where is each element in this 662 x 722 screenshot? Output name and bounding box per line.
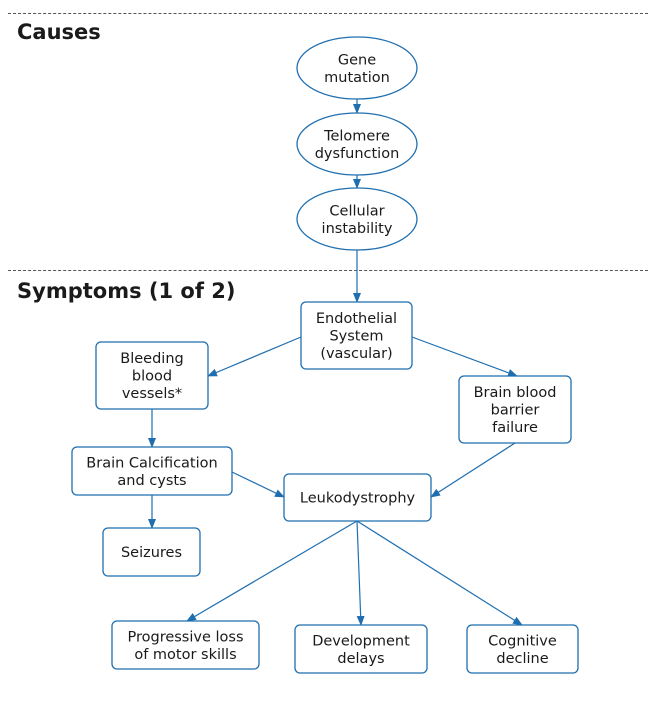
- node-gene: Gene mutation: [296, 36, 418, 100]
- node-cognitive-label-line: decline: [496, 651, 548, 667]
- node-leuko-shape: [283, 473, 432, 522]
- node-development-shape: [294, 624, 428, 674]
- node-development-label-line: Development: [312, 633, 410, 649]
- node-motor-label-line: of motor skills: [134, 647, 236, 663]
- edge-calcification-to-leuko: [231, 471, 285, 498]
- node-telomere-label-line: Telomere: [323, 128, 390, 144]
- node-bleeding-label-line: blood: [132, 369, 172, 385]
- edge-endothelial-to-bbb: [411, 336, 518, 377]
- node-bbb-label-line: Brain blood: [474, 385, 557, 401]
- node-leuko: Leukodystrophy: [283, 473, 432, 522]
- node-telomere-shape: [296, 112, 418, 176]
- node-calcification-label-line: Brain Calcification: [86, 455, 217, 471]
- node-motor-shape: [111, 620, 260, 670]
- node-bleeding-shape: [95, 341, 209, 410]
- node-cognitive-shape: [466, 624, 579, 674]
- node-endothelial-shape: [300, 301, 413, 370]
- node-cognitive-label-line: Cognitive: [488, 633, 557, 649]
- node-cellular-shape: [296, 187, 418, 251]
- node-seizures-label-line: Seizures: [121, 545, 182, 561]
- node-leuko-label-line: Leukodystrophy: [300, 491, 416, 507]
- edge-leuko-to-motor: [186, 520, 358, 622]
- node-seizures-shape: [102, 527, 201, 577]
- node-cellular-label-line: Cellular: [329, 203, 384, 219]
- node-motor-label-line: Progressive loss: [127, 629, 243, 645]
- causes-divider: [8, 13, 648, 14]
- symptoms-section-title: Symptoms (1 of 2): [17, 279, 236, 303]
- node-gene-label-line: Gene: [338, 52, 376, 68]
- node-telomere: Telomere dysfunction: [296, 112, 418, 176]
- edge-endothelial-to-bleeding: [207, 336, 302, 377]
- node-bleeding-label-line: Bleeding: [120, 351, 183, 367]
- node-calcification-shape: [71, 446, 233, 496]
- node-gene-label-line: mutation: [324, 70, 390, 86]
- node-cellular-label-line: instability: [322, 221, 393, 237]
- edge-bbb-to-leuko: [430, 442, 516, 498]
- node-development: Development delays: [294, 624, 428, 674]
- node-telomere-label-line: dysfunction: [315, 146, 400, 162]
- node-gene-shape: [296, 36, 418, 100]
- symptoms-divider: [8, 270, 648, 271]
- node-seizures: Seizures: [102, 527, 201, 577]
- node-endothelial-label-line: System: [329, 329, 383, 345]
- node-cognitive: Cognitive decline: [466, 624, 579, 674]
- node-motor: Progressive loss of motor skills: [111, 620, 260, 670]
- edges-layer: [148, 99, 523, 626]
- node-bbb-shape: [458, 375, 572, 444]
- node-cellular: Cellular instability: [296, 187, 418, 251]
- node-endothelial-label-line: Endothelial: [316, 311, 397, 327]
- node-bbb-label-line: barrier: [491, 403, 540, 419]
- node-endothelial-label-line: (vascular): [320, 346, 392, 362]
- edge-leuko-to-development: [356, 520, 365, 626]
- node-bbb-label-line: failure: [492, 420, 538, 436]
- causes-section-title: Causes: [17, 20, 101, 44]
- node-calcification: Brain Calcification and cysts: [71, 446, 233, 496]
- node-development-label-line: delays: [337, 651, 384, 667]
- node-bleeding-label-line: vessels*: [122, 386, 182, 402]
- edge-leuko-to-cognitive: [356, 520, 523, 626]
- node-calcification-label-line: and cysts: [117, 473, 186, 489]
